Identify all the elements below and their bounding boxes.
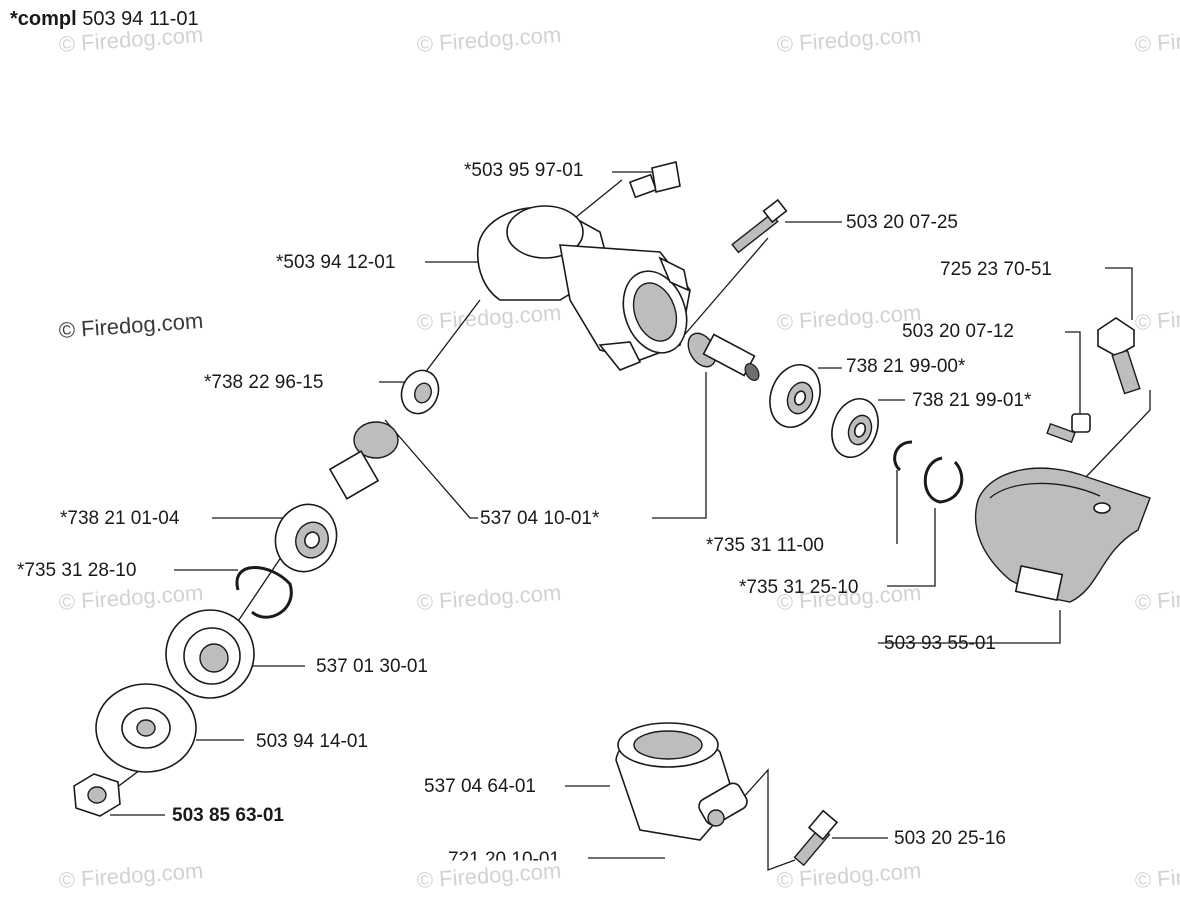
leader-lines (99, 171, 1151, 871)
part-label[interactable]: 503 20 25-16 (894, 828, 1006, 849)
part-label[interactable]: *735 31 25-10 (739, 577, 859, 598)
circlip-icon (235, 566, 293, 619)
part-label[interactable]: 503 20 07-25 (846, 212, 958, 233)
screw-icon (793, 809, 839, 867)
part-label[interactable]: *735 31 11-00 (706, 535, 824, 556)
bevel-gear-icon (328, 421, 399, 500)
part-label[interactable]: *738 21 01-04 (60, 508, 180, 529)
ball-bearing-icon (769, 364, 821, 428)
thrust-sleeve-icon (95, 683, 197, 773)
part-label-partial[interactable]: 721 20 10-01 (448, 849, 560, 870)
support-cup-icon (165, 609, 255, 699)
part-label[interactable]: *735 31 28-10 (17, 560, 137, 581)
gear-housing-icon (476, 205, 691, 371)
screw-icon (1046, 413, 1091, 444)
part-label[interactable]: 503 20 07-12 (902, 321, 1014, 342)
bolt-icon (1097, 317, 1141, 395)
ball-bearing-icon (831, 398, 879, 458)
part-label[interactable]: 503 85 63-01 (172, 805, 284, 826)
part-label[interactable]: *503 95 97-01 (464, 160, 584, 181)
bolt-icon (628, 161, 681, 199)
screw-icon (731, 198, 788, 254)
part-label[interactable]: *503 94 12-01 (276, 252, 396, 273)
ball-bearing-icon (400, 369, 440, 415)
part-label[interactable]: *738 22 96-15 (204, 372, 324, 393)
part-label[interactable]: 537 01 30-01 (316, 656, 428, 677)
part-label[interactable]: 503 93 55-01 (884, 633, 996, 654)
assembly-title: *compl 503 94 11-01 (10, 9, 199, 29)
assembly-number: 503 94 11-01 (82, 8, 199, 30)
part-label[interactable]: 738 21 99-00* (846, 356, 966, 377)
part-label[interactable]: 503 94 14-01 (256, 731, 368, 752)
part-label[interactable]: 537 04 64-01 (424, 776, 536, 797)
part-label[interactable]: 537 04 10-01* (480, 508, 600, 529)
ball-bearing-icon (274, 503, 338, 573)
guard-plate-icon (974, 467, 1151, 603)
part-label[interactable]: 725 23 70-51 (940, 259, 1052, 280)
assembly-prefix: *compl (10, 8, 77, 30)
clamp-icon (615, 722, 748, 841)
circlip-icon (893, 440, 964, 504)
nut-icon (73, 773, 121, 817)
part-label[interactable]: 738 21 99-01* (912, 390, 1032, 411)
pinion-gear-icon (687, 332, 760, 381)
